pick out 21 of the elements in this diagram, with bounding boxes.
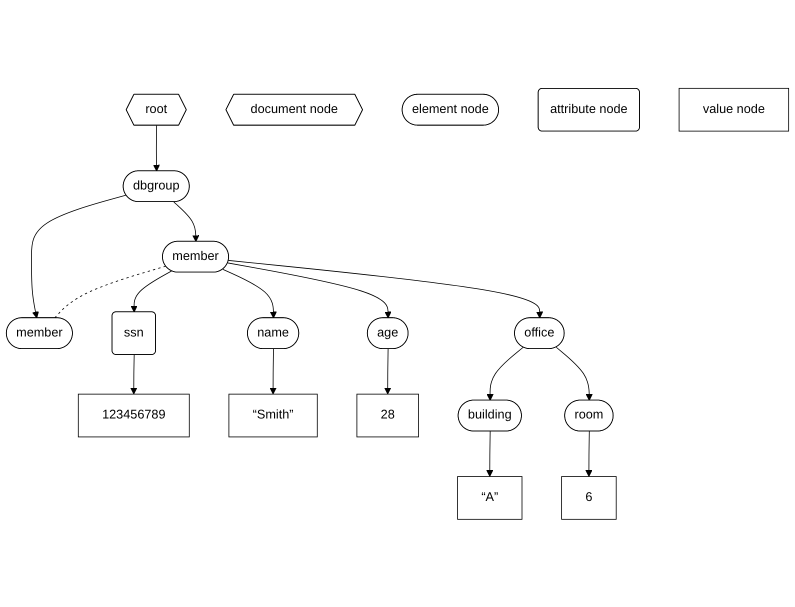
connector [54, 265, 166, 318]
arrow [270, 348, 277, 394]
arrow [222, 268, 277, 318]
node-box: “A” [457, 476, 522, 520]
arrow [153, 124, 160, 172]
arrow [130, 354, 138, 394]
arrow [486, 346, 524, 400]
arrow [173, 201, 200, 242]
arrow [585, 430, 592, 477]
arrow [556, 346, 593, 400]
node-box: 6 [561, 476, 617, 520]
arrow [227, 262, 392, 318]
node-box: 28 [356, 393, 419, 437]
node-box: value node [678, 88, 790, 132]
node-box: “Smith” [228, 393, 318, 437]
arrow [384, 348, 392, 394]
arrow [31, 194, 127, 318]
node-box: 123456789 [78, 393, 190, 437]
arrow [130, 270, 172, 312]
arrow [486, 430, 494, 477]
arrow [228, 260, 544, 318]
